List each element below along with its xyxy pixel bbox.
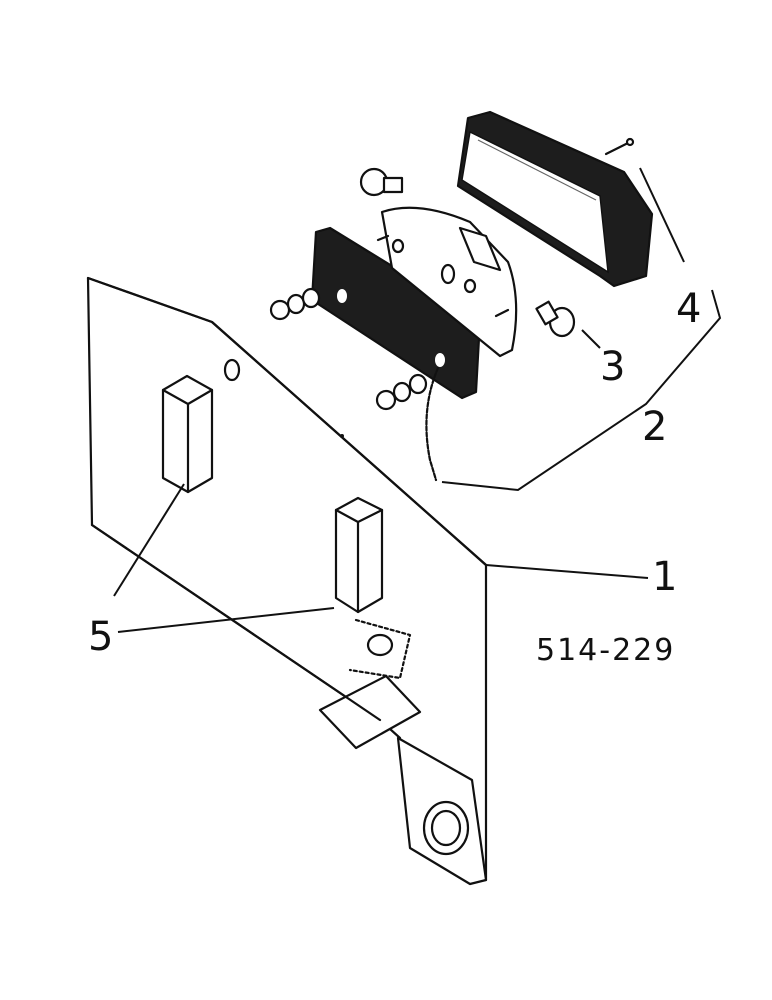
callout-part-5: 5: [88, 614, 113, 660]
callout-part-1: 1: [652, 554, 677, 600]
callout-part-4: 4: [676, 286, 701, 332]
callout-part-2: 2: [642, 404, 667, 450]
leader-lines: [113, 167, 722, 633]
callout-part-3: 3: [600, 344, 625, 390]
bulb-upper: [359, 167, 404, 197]
screw: [604, 137, 635, 156]
bulb-right: [535, 300, 576, 338]
spacer-block-upper: [161, 374, 214, 494]
figure-number: 514-229: [536, 633, 675, 668]
nut-washer-set-upper: [269, 287, 321, 321]
wire-lead: [425, 366, 440, 482]
spacer-block-lower: [334, 496, 384, 614]
lamp-housing-bracket: [376, 206, 518, 358]
lens-cover: [456, 110, 654, 288]
nut-washer-set-lower: [375, 373, 428, 411]
